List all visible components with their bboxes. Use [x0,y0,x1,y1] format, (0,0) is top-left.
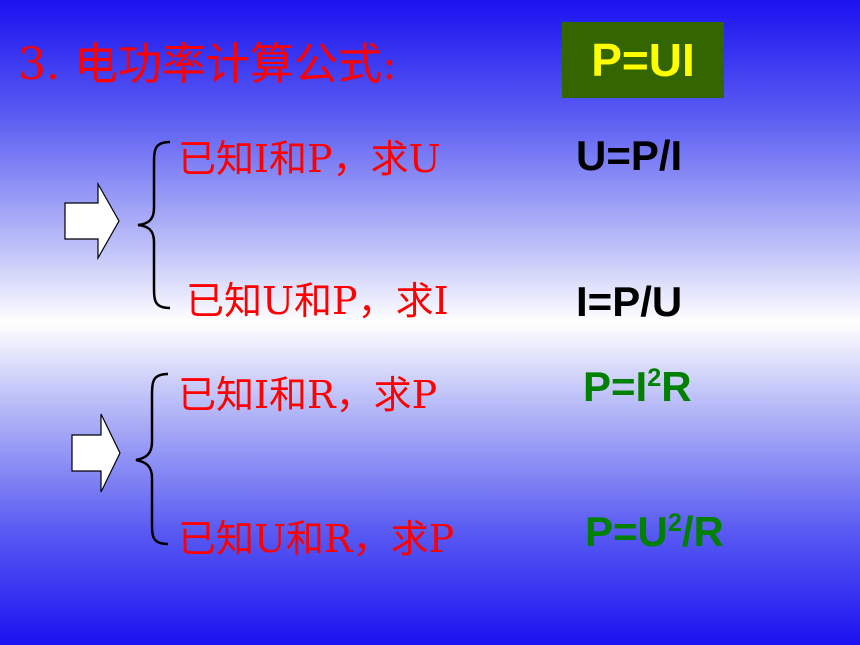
formula-u: U=P/I [576,132,683,179]
main-formula: P=UI [591,34,695,86]
right-arrow-icon [71,413,121,493]
main-formula-box: P=UI [562,22,724,98]
formula-i: I=P/U [576,278,683,325]
left-brace-icon [135,372,169,546]
formula-p-u2r: P=U2/R [585,508,724,555]
condition-u-r: 已知U和R，求P [178,517,455,561]
slide-title: 3. 电功率计算公式: [18,39,397,90]
condition-i-r: 已知I和R，求P [178,373,438,417]
condition-i-p: 已知I和P，求U [178,137,441,181]
left-brace-icon [137,140,171,310]
right-arrow-icon [64,181,120,261]
formula-p-i2r: P=I2R [583,363,692,410]
condition-u-p: 已知U和P，求I [186,279,449,323]
